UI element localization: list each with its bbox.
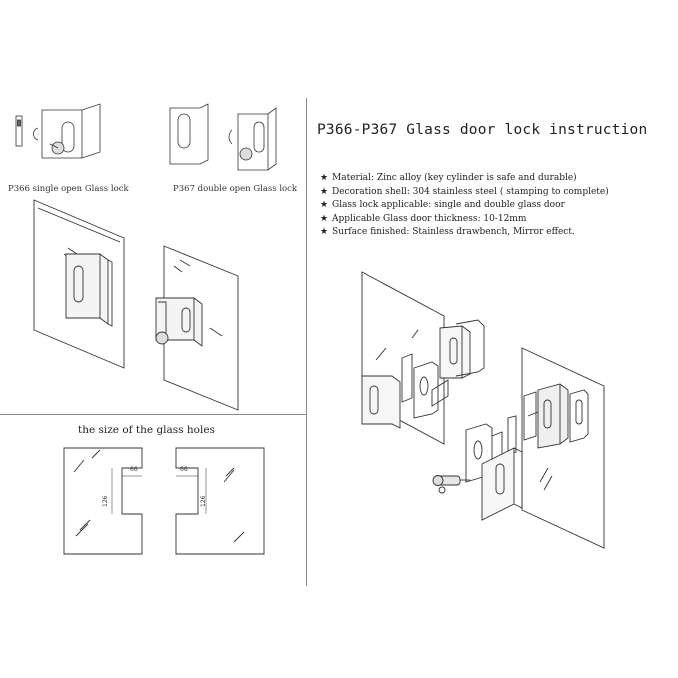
horizontal-divider (0, 414, 306, 415)
spec-list: ★Material: Zinc alloy (key cylinder is s… (320, 172, 609, 240)
single-door-illustration (33, 199, 125, 369)
left-hole-height-label: 126 (102, 495, 109, 507)
spec-text: Material: Zinc alloy (key cylinder is sa… (332, 173, 577, 183)
p366-lock-thumbnail (15, 103, 101, 159)
exploded-assembly-diagram (361, 271, 605, 549)
left-hole-width-label: 66 (130, 466, 138, 473)
spec-item: ★Decoration shell: 304 stainless steel (… (320, 186, 609, 200)
left-hole-height-text: 126 (102, 495, 109, 507)
right-hole-width-text: 66 (180, 466, 188, 473)
spec-item: ★Glass lock applicable: single and doubl… (320, 199, 609, 213)
left-hole-diagram (63, 447, 143, 555)
double-door-illustration (155, 245, 239, 411)
right-hole-height-text: 126 (200, 495, 207, 507)
p367-lock-thumbnail (169, 103, 277, 171)
star-icon: ★ (320, 227, 329, 238)
spec-text: Glass lock applicable: single and double… (332, 200, 565, 211)
star-icon: ★ (320, 200, 329, 211)
spec-text: Applicable Glass door thickness: 10-12mm (332, 213, 527, 224)
spec-text: Decoration shell: 304 stainless steel ( … (332, 186, 609, 197)
star-icon: ★ (320, 213, 329, 224)
star-icon: ★ (320, 173, 329, 183)
right-hole-width-label: 66 (180, 466, 188, 473)
vertical-divider (306, 98, 307, 586)
p367-caption: P367 double open Glass lock (173, 184, 298, 194)
spec-text: Surface finished: Stainless drawbench, M… (332, 227, 575, 238)
p366-caption: P366 single open Glass lock (8, 184, 129, 194)
glass-holes-title: the size of the glass holes (78, 424, 215, 436)
star-icon: ★ (320, 186, 329, 197)
right-hole-height-label: 126 (200, 495, 207, 507)
spec-item: ★Applicable Glass door thickness: 10-12m… (320, 213, 609, 227)
spec-item: ★Material: Zinc alloy (key cylinder is s… (320, 172, 609, 186)
right-hole-diagram (175, 447, 265, 555)
spec-item: ★Surface finished: Stainless drawbench, … (320, 226, 609, 240)
left-hole-width-text: 66 (130, 466, 138, 473)
page-title: P366-P367 Glass door lock instruction (317, 122, 648, 138)
